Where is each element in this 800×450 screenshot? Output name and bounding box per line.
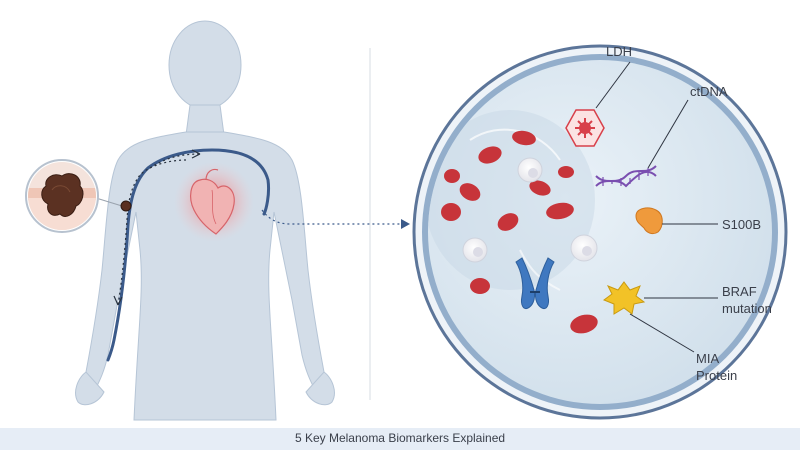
braf-mutation-icon	[602, 281, 646, 315]
red-blood-cell	[444, 169, 460, 183]
label-mia-line2: Protein	[696, 368, 738, 383]
blood-flow-arrow	[117, 159, 187, 306]
caption-bar	[0, 428, 800, 450]
red-blood-cell	[512, 130, 536, 146]
red-blood-cell	[546, 202, 574, 220]
label-braf-line1: BRAF	[722, 284, 757, 299]
red-blood-cell	[470, 278, 490, 294]
mia-leader-line	[629, 313, 695, 353]
red-blood-cell	[478, 146, 502, 164]
ldh-leader-line	[595, 61, 631, 109]
red-blood-cells	[441, 130, 598, 334]
white-blood-cell	[517, 157, 543, 183]
red-blood-cell	[497, 213, 519, 231]
blood-vessel	[106, 148, 270, 362]
red-blood-cell	[558, 166, 574, 178]
blood-flow-arrow-top	[149, 153, 201, 169]
label-braf-line2: mutation	[722, 301, 772, 316]
tumor-site-marker	[120, 200, 132, 212]
ldh-enzyme-icon	[565, 109, 605, 147]
red-blood-cell	[529, 180, 551, 196]
white-blood-cell	[462, 237, 488, 263]
dna-helix-icon	[595, 165, 657, 188]
sample-flow-arrowhead	[401, 219, 410, 229]
red-blood-cell	[441, 203, 461, 221]
ctdna-leader-line	[647, 99, 689, 169]
blood-flow-arrowhead	[113, 295, 123, 306]
label-s100b: S100B	[722, 217, 762, 232]
blood-flow-arrowhead-top	[191, 149, 201, 159]
chromosome-icon	[515, 257, 555, 309]
s100b-protein-icon	[635, 207, 663, 235]
red-blood-cell	[459, 183, 481, 201]
white-blood-cells	[462, 157, 598, 263]
diagram-caption: 5 Key Melanoma Biomarkers Explained	[294, 431, 506, 445]
red-blood-cell	[570, 314, 598, 334]
zoom-connector-line	[95, 197, 123, 207]
label-ldh: LDH	[606, 44, 633, 59]
label-ctdna: ctDNA	[690, 84, 728, 99]
blood-sample-circle	[412, 44, 788, 420]
human-body-figure	[75, 20, 335, 421]
white-blood-cell	[570, 234, 598, 262]
skin-lesion-inset	[25, 159, 99, 233]
label-mia-line1: MIA	[696, 351, 720, 366]
heart-icon	[190, 168, 235, 235]
